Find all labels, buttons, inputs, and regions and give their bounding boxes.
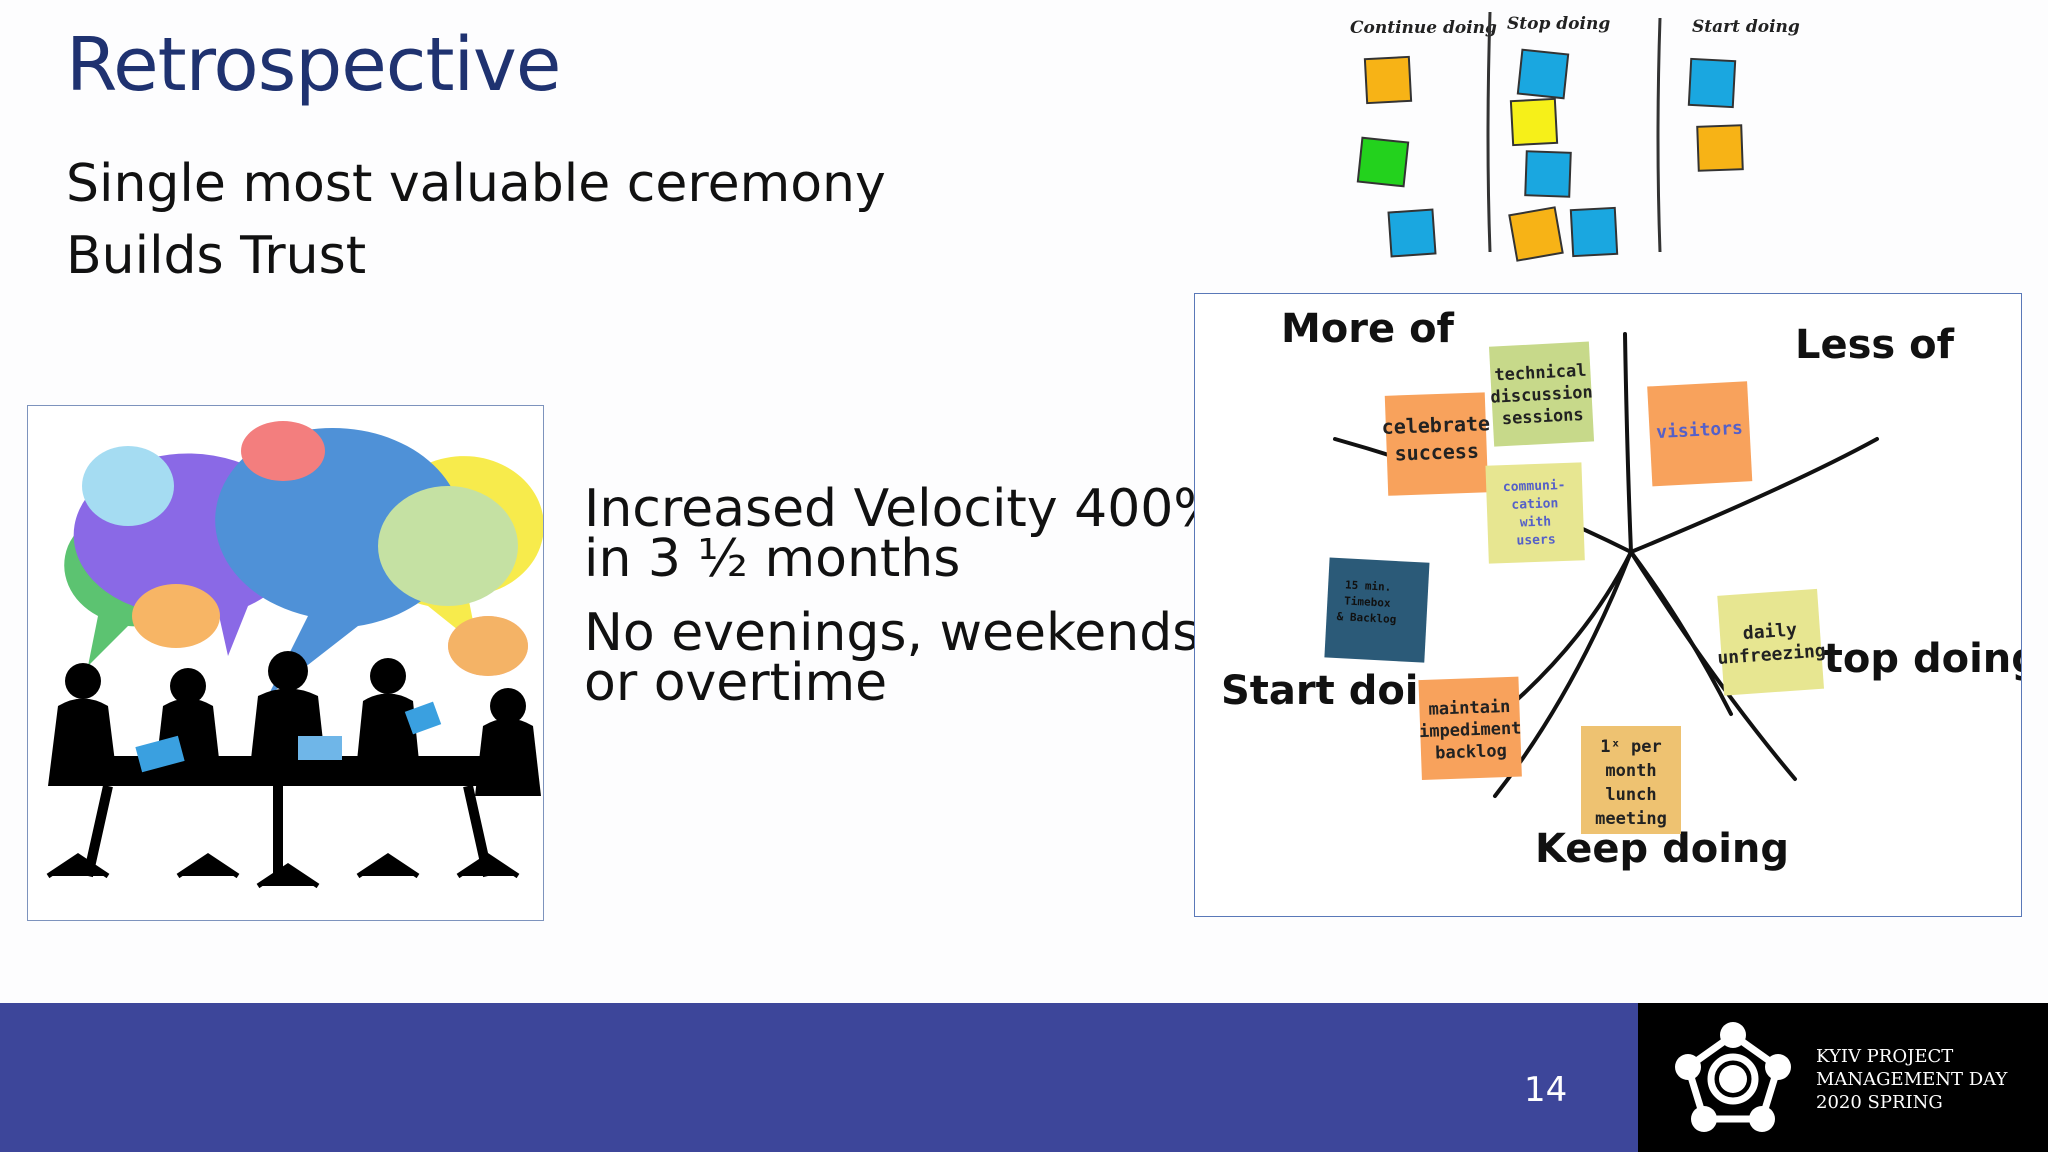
board-column-label: Start doing [1692, 17, 1800, 37]
starfish-label-less-of: Less of [1795, 322, 1955, 368]
note-line: daily [1742, 619, 1798, 644]
note-line: 15 min. [1345, 578, 1392, 593]
note-line: month [1605, 761, 1656, 781]
results-text: Increased Velocity 400% in 3 ½ months No… [584, 479, 1223, 732]
note-line: visitors [1656, 418, 1744, 444]
note-line: celebrate [1381, 411, 1490, 439]
note-line: technical [1494, 361, 1587, 386]
note-line: backlog [1435, 741, 1507, 763]
result-item: No evenings, weekends or overtime [584, 603, 1223, 713]
slide-title: Retrospective [66, 22, 561, 108]
result-line: No evenings, weekends [584, 603, 1200, 663]
note-line: maintain [1428, 697, 1511, 720]
note-line: cation [1511, 496, 1558, 513]
bullet-item: Builds Trust [66, 226, 367, 286]
meeting-illustration [27, 405, 544, 921]
network-icon [1674, 1021, 1792, 1136]
sticky-note: visitors [1647, 381, 1753, 487]
meeting-drawing [46, 421, 543, 889]
event-logo: KYIV PROJECT MANAGEMENT DAY 2020 SPRING [1638, 1003, 2048, 1152]
bullet-item: Single most valuable ceremony [66, 154, 886, 214]
note-line: lunch [1605, 785, 1656, 805]
note-line: meeting [1595, 809, 1667, 829]
note-line: communi- [1503, 478, 1566, 495]
note-line: sessions [1501, 405, 1584, 429]
board-column-label: Continue doing [1350, 18, 1497, 38]
bullet-list: Single most valuable ceremony Builds Tru… [66, 148, 886, 292]
note-line: users [1516, 532, 1556, 548]
note-line: & Backlog [1336, 610, 1396, 626]
result-item: Increased Velocity 400% in 3 ½ months [584, 479, 1223, 589]
note-line: impediment [1419, 719, 1522, 743]
event-name: KYIV PROJECT MANAGEMENT DAY 2020 SPRING [1816, 1045, 2007, 1114]
note-line: success [1394, 439, 1479, 466]
sticky-note: celebrate success [1381, 392, 1490, 496]
sticky-note: 1ˣ per month lunch meeting [1581, 726, 1681, 834]
result-line: in 3 ½ months [584, 529, 961, 589]
note-line: Timebox [1344, 594, 1391, 609]
sticky-note: technical discussion sessions [1488, 341, 1595, 447]
sticky-note: daily unfreezing [1717, 588, 1826, 696]
slide: Retrospective Single most valuable cerem… [27, 0, 2022, 921]
retro-board-image: Continue doing Stop doing Start doing [1340, 0, 1810, 268]
note-line: 1ˣ per [1600, 737, 1661, 757]
result-line: Increased Velocity 400% [584, 479, 1223, 539]
event-name-line: MANAGEMENT DAY [1816, 1069, 2008, 1090]
sticky-note: 15 min. Timebox & Backlog [1324, 557, 1430, 663]
starfish-label-stop-doing: Stop doing [1795, 636, 2021, 682]
event-name-line: KYIV PROJECT [1816, 1046, 1954, 1067]
starfish-drawing: More of Less of Stop doing Keep doing St… [1221, 306, 2021, 872]
sticky-note: maintain impediment backlog [1418, 676, 1522, 781]
footer-bar [0, 1003, 1638, 1152]
board-column-label: Stop doing [1507, 14, 1610, 34]
page-number: 14 [1524, 1070, 1568, 1110]
starfish-label-more-of: More of [1281, 306, 1455, 352]
sticky-note: communi- cation with users [1485, 462, 1585, 564]
starfish-board-image: More of Less of Stop doing Keep doing St… [1194, 293, 2022, 917]
retro-board-drawing: Continue doing Stop doing Start doing [1350, 11, 1800, 262]
result-line: or overtime [584, 653, 888, 713]
event-name-line: 2020 SPRING [1816, 1092, 1943, 1113]
note-line: with [1520, 514, 1552, 530]
